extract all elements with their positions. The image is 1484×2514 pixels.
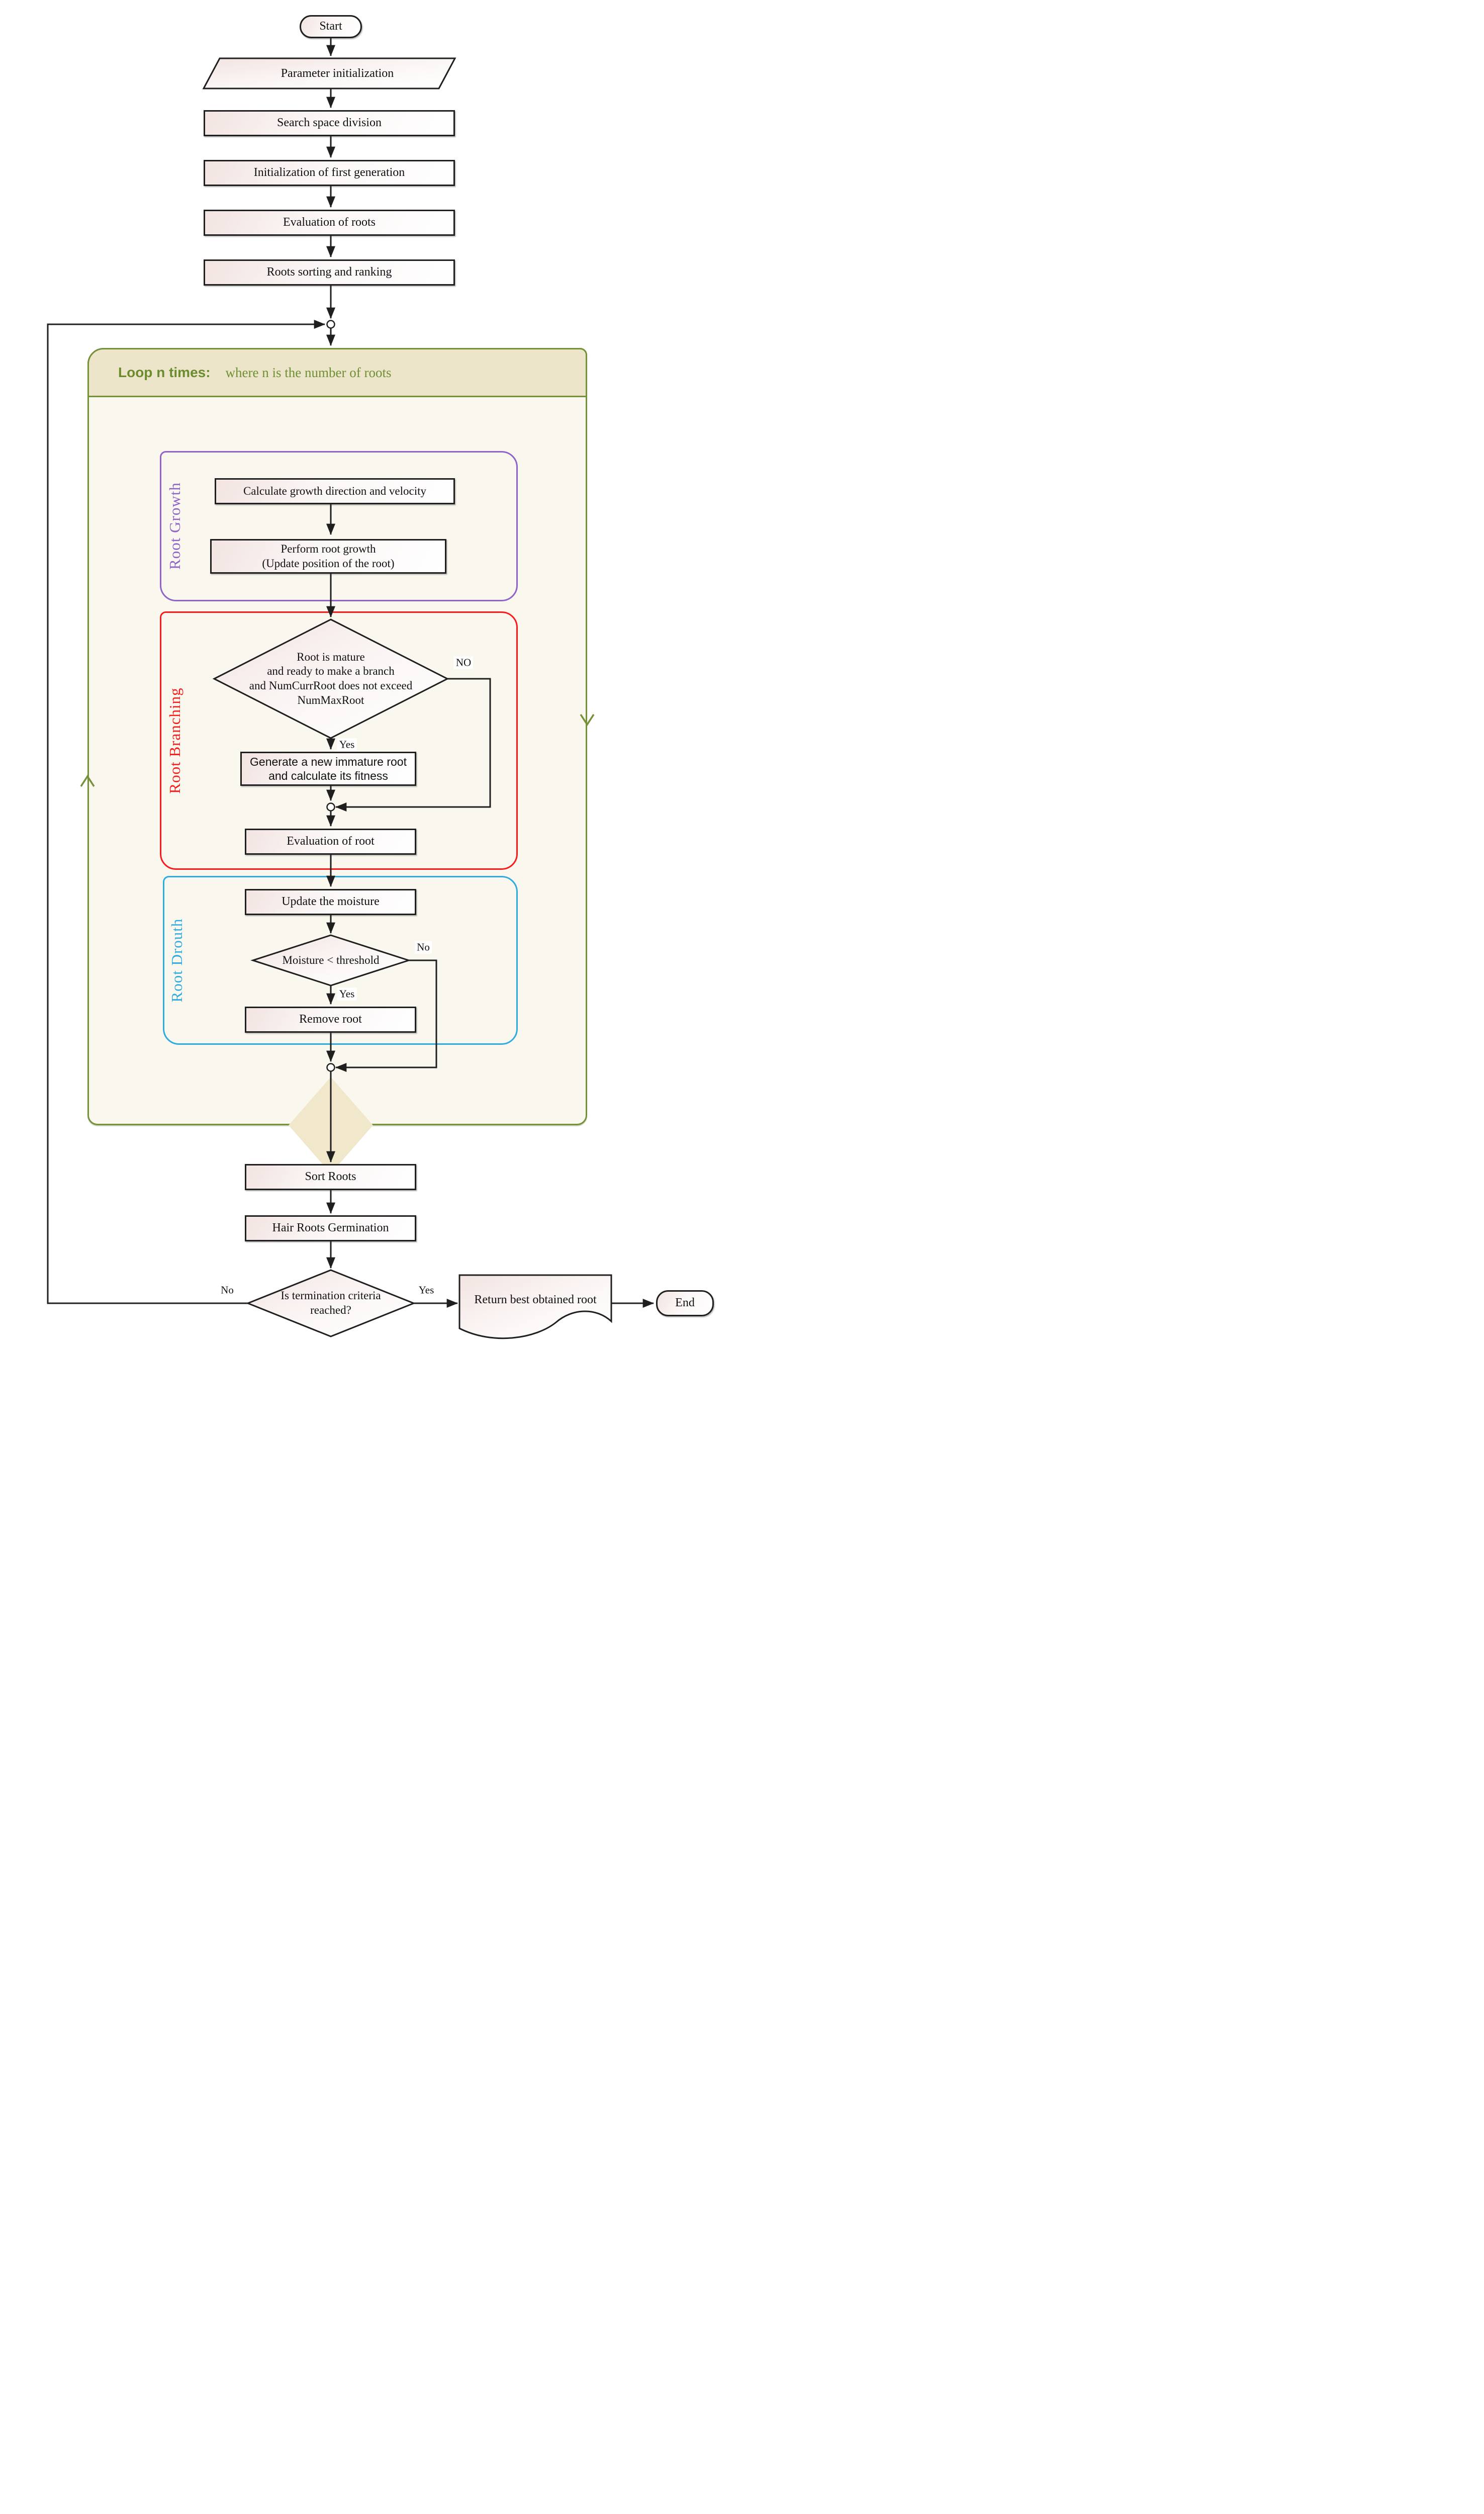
generate-root-label: Generate a new immature root and calcula… (250, 755, 407, 782)
parameter-init-parallelogram (202, 57, 456, 89)
section-root-drouth (163, 876, 518, 1045)
init-first-generation-step: Initialization of first generation (204, 160, 455, 186)
connector-layer (47, 38, 655, 1339)
branch-decision-diamond (212, 618, 449, 739)
junction-branch-merge (326, 802, 335, 812)
start-label: Start (319, 20, 342, 33)
section-root-growth (160, 451, 518, 601)
end-terminator: End (656, 1290, 714, 1316)
loop-title-bold: Loop n times: (118, 365, 211, 380)
perform-growth-step: Perform root growth (Update position of … (210, 539, 446, 574)
main-flow-arrows (326, 38, 655, 1308)
roots-sorting-label: Roots sorting and ranking (266, 265, 392, 279)
remove-root-label: Remove root (299, 1013, 362, 1026)
loop-left-up-chevron-icon (80, 774, 95, 787)
hair-roots-germination-label: Hair Roots Germination (272, 1221, 389, 1235)
init-first-generation-label: Initialization of first generation (253, 166, 405, 179)
search-space-label: Search space division (277, 116, 382, 130)
moisture-yes-label: Yes (337, 987, 357, 1001)
evaluation-of-root-step: Evaluation of root (245, 829, 416, 855)
loop-right-down-chevron-icon (580, 714, 595, 727)
loop-title-rest: where n is the number of roots (225, 365, 392, 380)
evaluation-of-root-label: Evaluation of root (287, 835, 375, 848)
branch-yes-label: Yes (337, 738, 357, 751)
update-moisture-step: Update the moisture (245, 889, 416, 915)
termination-no-label: No (219, 1284, 236, 1297)
flowchart-canvas: Loop n times: where n is the number of r… (0, 0, 742, 1362)
loop-header: Loop n times: where n is the number of r… (87, 348, 587, 397)
return-best-document-shape (458, 1274, 612, 1339)
termination-no-feedback-arrow (47, 320, 326, 1304)
update-moisture-label: Update the moisture (282, 895, 380, 909)
sort-roots-label: Sort Roots (305, 1170, 356, 1184)
section-root-branching (160, 611, 518, 870)
remove-root-step: Remove root (245, 1007, 416, 1033)
moisture-decision-diamond (250, 934, 411, 986)
junction-loop-entry (326, 320, 335, 329)
roots-sorting-step: Roots sorting and ranking (204, 259, 455, 286)
evaluation-of-roots-step: Evaluation of roots (204, 210, 455, 236)
search-space-step: Search space division (204, 110, 455, 136)
termination-decision-diamond (245, 1269, 416, 1337)
moisture-no-bypass-arrow (335, 959, 437, 1072)
calc-growth-label: Calculate growth direction and velocity (243, 484, 427, 497)
junction-moisture-merge (326, 1063, 335, 1072)
moisture-no-label: No (415, 941, 432, 954)
generate-root-step: Generate a new immature root and calcula… (240, 752, 416, 786)
start-terminator: Start (300, 15, 362, 38)
sort-roots-step: Sort Roots (245, 1164, 416, 1190)
evaluation-of-roots-label: Evaluation of roots (283, 216, 376, 229)
hair-roots-germination-step: Hair Roots Germination (245, 1215, 416, 1241)
calc-growth-step: Calculate growth direction and velocity (215, 478, 455, 504)
branch-no-label: NO (453, 656, 474, 669)
perform-growth-label: Perform root growth (Update position of … (262, 543, 395, 570)
branch-no-bypass-arrow (335, 678, 491, 812)
end-label: End (675, 1296, 695, 1310)
termination-yes-label: Yes (416, 1284, 436, 1297)
